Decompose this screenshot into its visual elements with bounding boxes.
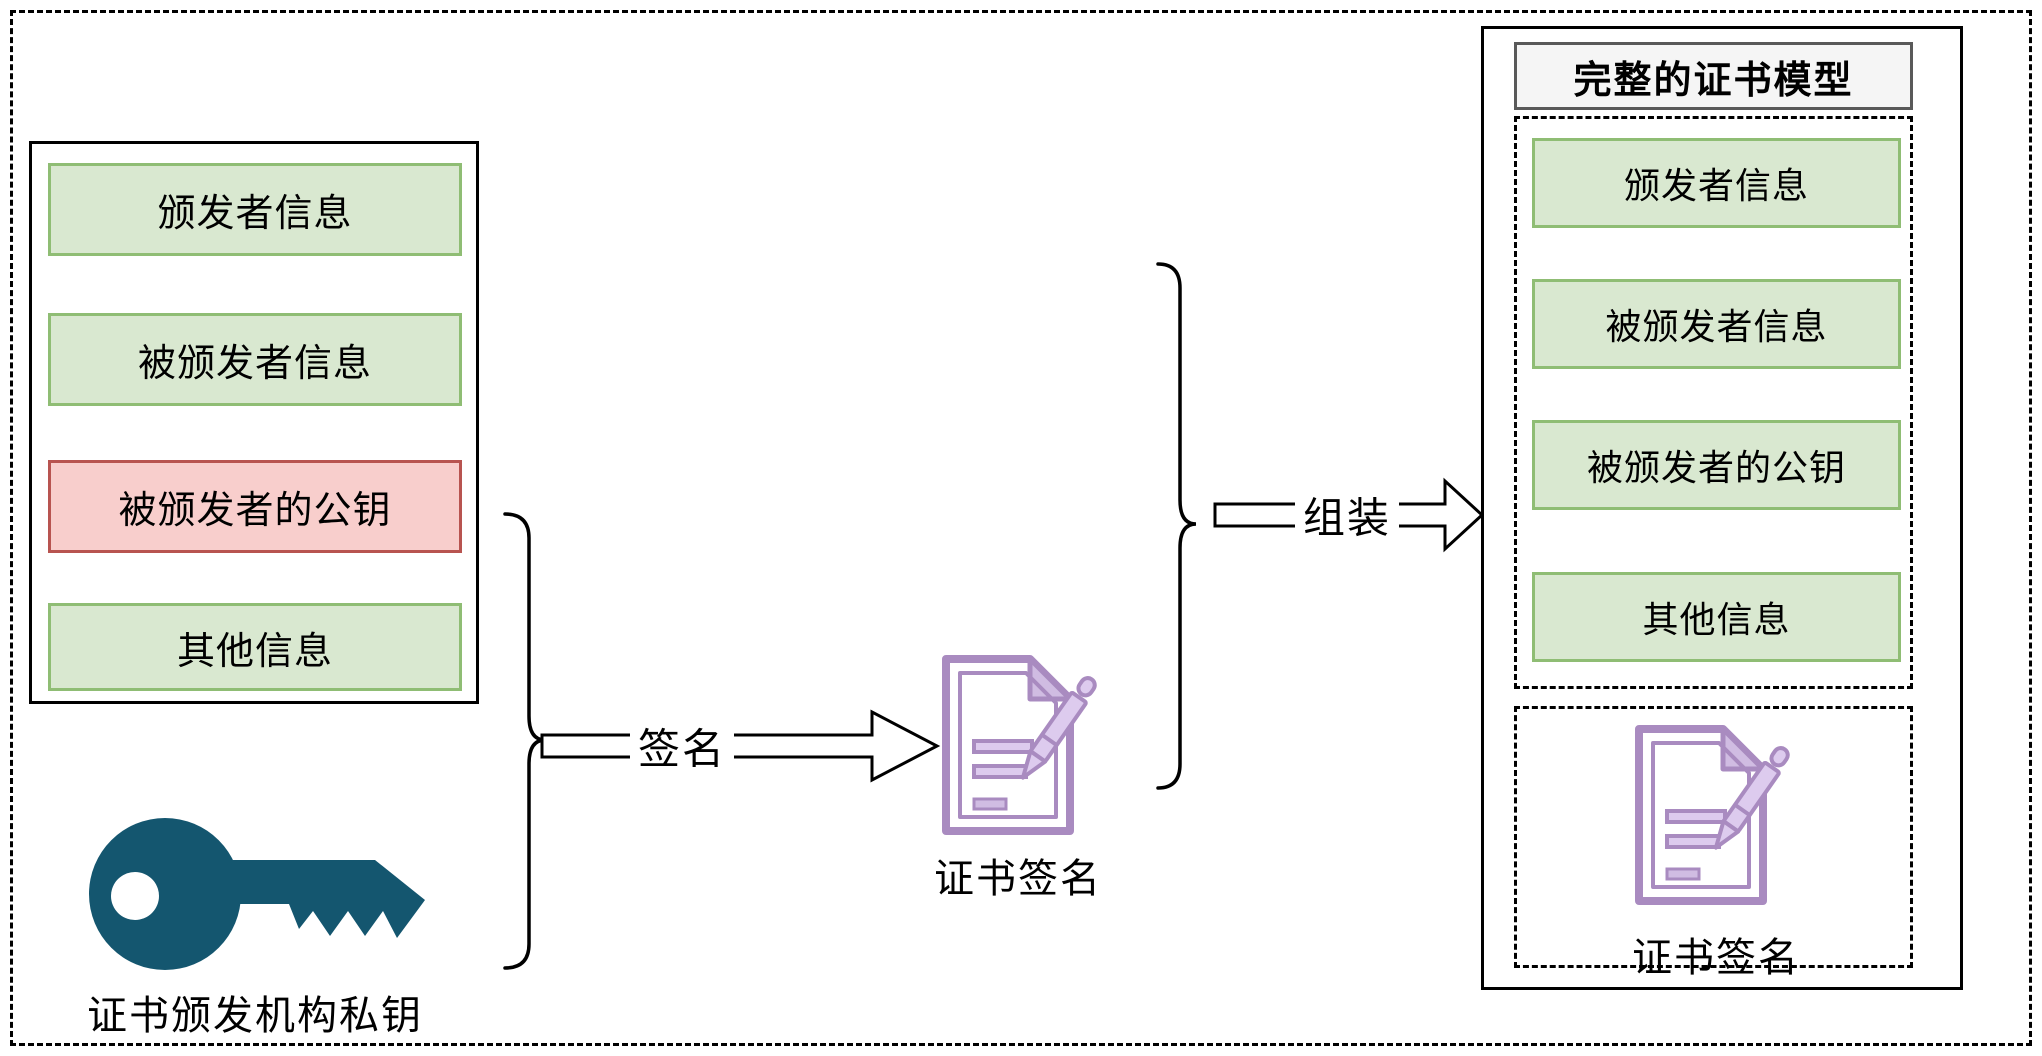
right-other-info-label: 其他信息 <box>1642 599 1791 640</box>
right-issuer-info-row: 颁发者信息 <box>1532 138 1901 228</box>
certificate-body-section: 颁发者信息 被颁发者信息 被颁发者的公钥 其他信息 <box>1514 116 1913 689</box>
certificate-fields-box: 颁发者信息 被颁发者信息 被颁发者的公钥 其他信息 <box>29 141 479 704</box>
issuer-info-row: 颁发者信息 <box>48 163 462 256</box>
complete-certificate-title: 完整的证书模型 <box>1573 59 1854 102</box>
right-issuer-info-label: 颁发者信息 <box>1623 165 1809 206</box>
diagram-outer-border <box>10 10 2032 1046</box>
complete-certificate-header: 完整的证书模型 <box>1514 42 1913 110</box>
subject-info-row: 被颁发者信息 <box>48 313 462 406</box>
subject-info-label: 被颁发者信息 <box>137 343 372 385</box>
right-subject-info-label: 被颁发者信息 <box>1605 306 1828 347</box>
assemble-arrow-label: 组装 <box>1294 484 1400 546</box>
certificate-signature-section: 证书签名 <box>1514 706 1913 980</box>
key-icon <box>89 818 425 970</box>
right-subject-public-key-row: 被颁发者的公钥 <box>1532 420 1901 510</box>
subject-public-key-row: 被颁发者的公钥 <box>48 460 462 553</box>
complete-certificate-box: 完整的证书模型 颁发者信息 被颁发者信息 被颁发者的公钥 其他信息 <box>1481 26 1963 990</box>
sign-arrow-label: 签名 <box>629 715 735 777</box>
ca-private-key-label: 证书颁发机构私钥 <box>87 994 423 1038</box>
other-info-label: 其他信息 <box>176 630 333 673</box>
right-subject-info-row: 被颁发者信息 <box>1532 279 1901 369</box>
document-pen-icon <box>942 655 1097 835</box>
subject-public-key-label: 被颁发者的公钥 <box>118 490 392 532</box>
right-certificate-signature-label: 证书签名 <box>1632 936 1800 980</box>
right-other-info-row: 其他信息 <box>1532 572 1901 662</box>
other-info-row: 其他信息 <box>48 603 462 691</box>
certificate-signature-label: 证书签名 <box>934 857 1102 901</box>
document-pen-icon <box>1635 725 1790 905</box>
right-subject-public-key-label: 被颁发者的公钥 <box>1586 447 1846 488</box>
issuer-info-label: 颁发者信息 <box>157 193 353 235</box>
